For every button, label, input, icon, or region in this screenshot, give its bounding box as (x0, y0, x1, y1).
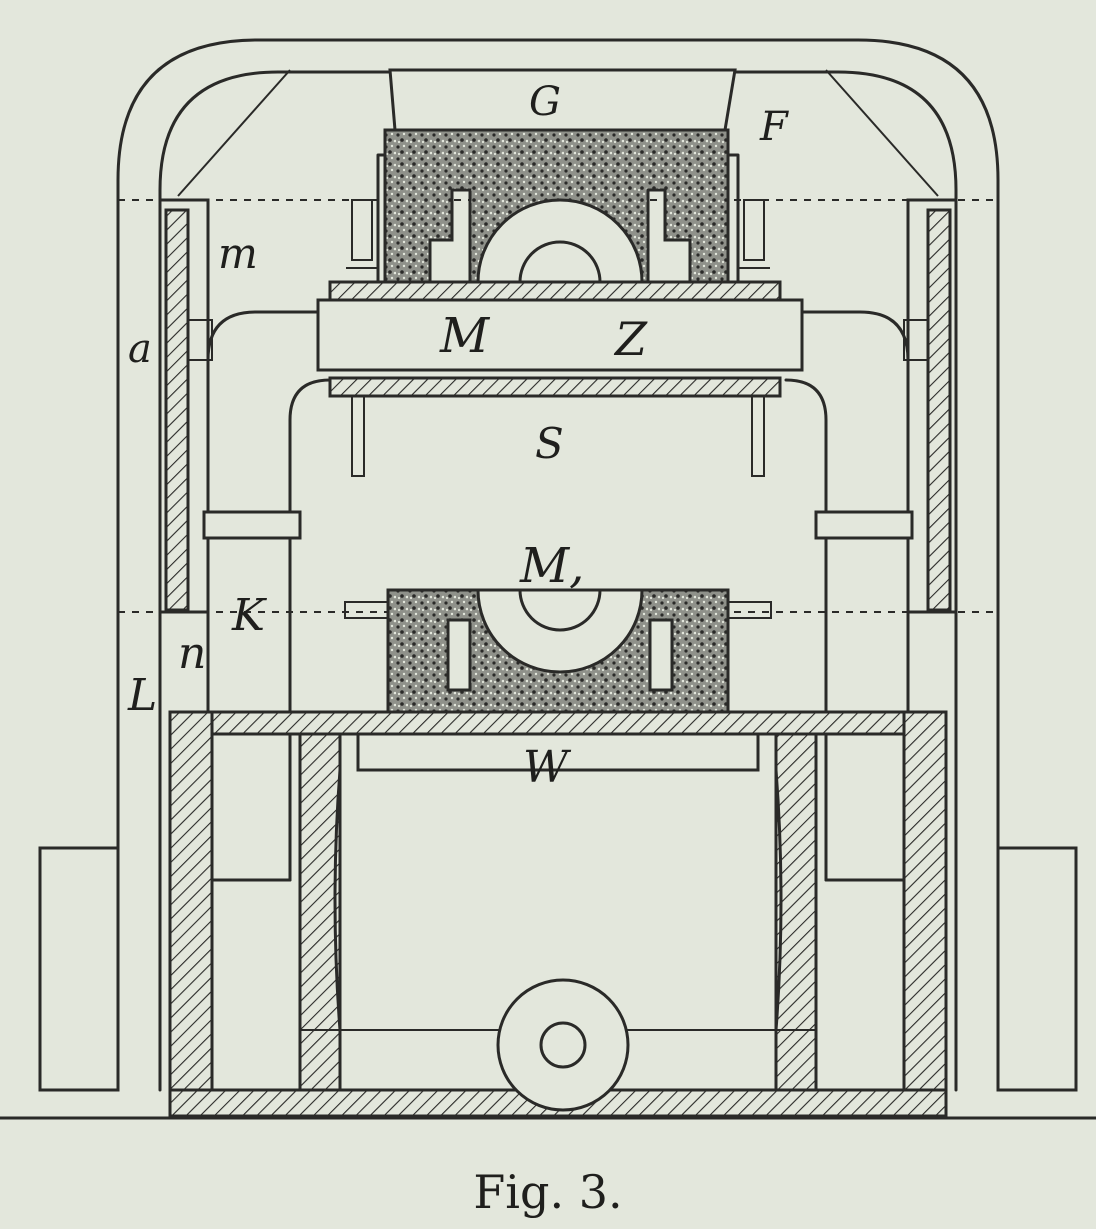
left-side-block (38, 846, 120, 1092)
right-side-block (996, 846, 1078, 1092)
wheel (496, 978, 630, 1112)
label-a: a (128, 326, 152, 372)
right-guide-column (906, 198, 958, 614)
label-g: G (529, 79, 561, 125)
label-f: F (759, 104, 789, 150)
lower-mould-box (344, 588, 772, 717)
label-n: n (178, 628, 206, 679)
hopper-g (388, 68, 737, 132)
label-k: K (231, 590, 267, 641)
label-z: Z (613, 312, 648, 366)
label-m-lower: m (218, 229, 258, 278)
label-w: W (523, 742, 572, 793)
label-m1: M, (519, 538, 584, 594)
middle-frame-bar (316, 298, 804, 477)
label-m-upper: M (439, 308, 491, 364)
upper-mould-box (346, 128, 770, 287)
label-l: L (127, 670, 157, 721)
left-guide-column (158, 198, 210, 614)
label-s: S (535, 419, 564, 468)
pipe-system (187, 310, 929, 882)
upper-plate (328, 280, 782, 302)
figure-caption: Fig. 3. (473, 1165, 622, 1219)
